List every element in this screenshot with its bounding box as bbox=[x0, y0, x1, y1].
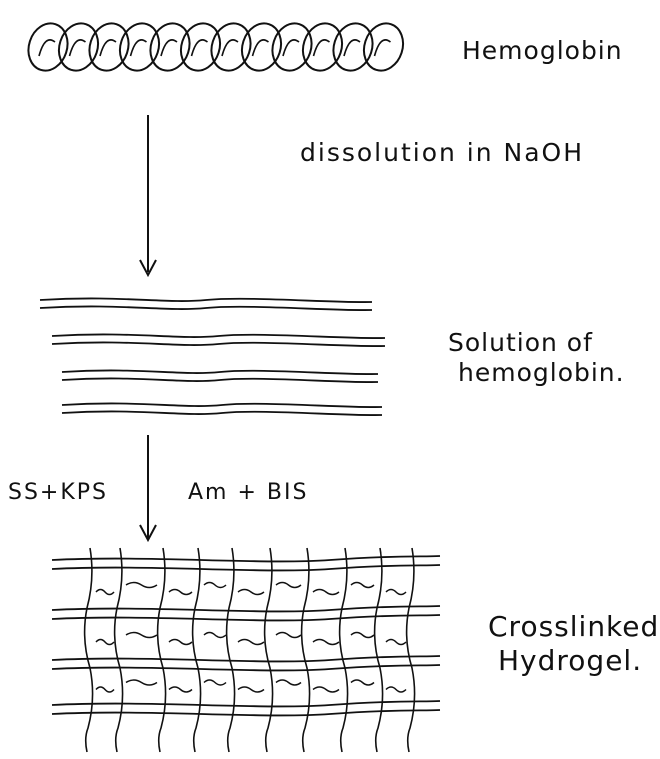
strand-line bbox=[62, 378, 378, 382]
gel-crosslink bbox=[193, 548, 201, 752]
gel-segment bbox=[126, 633, 157, 638]
gel-segment bbox=[386, 687, 406, 692]
coil-hook bbox=[70, 40, 86, 56]
gel-chain bbox=[52, 615, 440, 620]
gel-chain bbox=[52, 656, 440, 661]
gel-crosslink bbox=[340, 548, 348, 752]
coil-hook bbox=[39, 40, 55, 56]
coil-hook bbox=[100, 40, 116, 56]
gel-segment bbox=[276, 583, 301, 588]
coil-hook bbox=[375, 40, 391, 56]
gel-chain bbox=[52, 606, 440, 611]
gel-crosslink bbox=[375, 548, 383, 752]
monomer-label: Am + BIS bbox=[188, 480, 308, 506]
gel-segment bbox=[96, 590, 114, 595]
gel-segment bbox=[351, 633, 374, 638]
gel-segment bbox=[386, 640, 406, 645]
hydrogel-label: Crosslinked Hydrogel. bbox=[488, 610, 659, 677]
strand-line bbox=[40, 306, 372, 310]
coil-hook bbox=[253, 40, 269, 56]
coil-hook bbox=[161, 40, 177, 56]
dissolution-arrow bbox=[140, 115, 156, 275]
gel-segment bbox=[276, 680, 301, 685]
strand-line bbox=[40, 298, 372, 302]
dissolution-step-label: dissolution in NaOH bbox=[300, 138, 584, 168]
gel-crosslink bbox=[115, 548, 123, 752]
strand-line bbox=[52, 342, 385, 346]
gel-crosslink bbox=[407, 548, 415, 752]
coil-hook bbox=[222, 40, 238, 56]
gel-crosslink bbox=[265, 548, 273, 752]
gel-segment bbox=[313, 640, 339, 645]
strand-line bbox=[62, 403, 382, 407]
gel-crosslink bbox=[85, 548, 93, 752]
gel-crosslink bbox=[158, 548, 166, 752]
gel-crosslink bbox=[302, 548, 310, 752]
strand-line bbox=[62, 411, 382, 415]
gel-segment bbox=[169, 687, 192, 692]
coil-hook bbox=[314, 40, 330, 56]
solution-strands bbox=[40, 298, 385, 415]
polymerization-arrow bbox=[140, 435, 156, 540]
hemoglobin-coil bbox=[23, 18, 409, 75]
gel-segment bbox=[313, 590, 339, 595]
gel-segment bbox=[204, 680, 226, 685]
gel-segment bbox=[169, 590, 192, 595]
coil-hook bbox=[283, 40, 299, 56]
gel-segment bbox=[238, 640, 264, 645]
solution-label-line1: Solution of bbox=[448, 328, 625, 358]
strand-line bbox=[52, 334, 385, 338]
gel-segment bbox=[238, 590, 264, 595]
hydrogel-label-line1: Crosslinked bbox=[488, 610, 659, 644]
strand-line bbox=[62, 370, 378, 374]
gel-segment bbox=[351, 583, 374, 588]
gel-chain bbox=[52, 665, 440, 670]
gel-segment bbox=[386, 590, 406, 595]
gel-segment bbox=[276, 633, 301, 638]
gel-segment bbox=[351, 680, 374, 685]
gel-segment bbox=[96, 687, 114, 692]
initiator-label: SS+KPS bbox=[8, 480, 108, 506]
gel-segment bbox=[169, 640, 192, 645]
gel-segment bbox=[96, 640, 114, 645]
coil-hook bbox=[131, 40, 147, 56]
gel-segment bbox=[204, 633, 226, 638]
gel-crosslink bbox=[227, 548, 235, 752]
solution-label: Solution of hemoglobin. bbox=[448, 328, 625, 388]
gel-segment bbox=[313, 687, 339, 692]
gel-segment bbox=[238, 687, 264, 692]
hydrogel-label-line2: Hydrogel. bbox=[498, 644, 659, 678]
coil-hook bbox=[344, 40, 360, 56]
solution-label-line2: hemoglobin. bbox=[458, 358, 625, 388]
coil-hook bbox=[192, 40, 208, 56]
gel-segment bbox=[126, 583, 157, 588]
gel-segment bbox=[126, 680, 157, 685]
hemoglobin-label: Hemoglobin bbox=[462, 36, 623, 66]
gel-segment bbox=[204, 583, 226, 588]
hydrogel-network bbox=[52, 548, 440, 752]
